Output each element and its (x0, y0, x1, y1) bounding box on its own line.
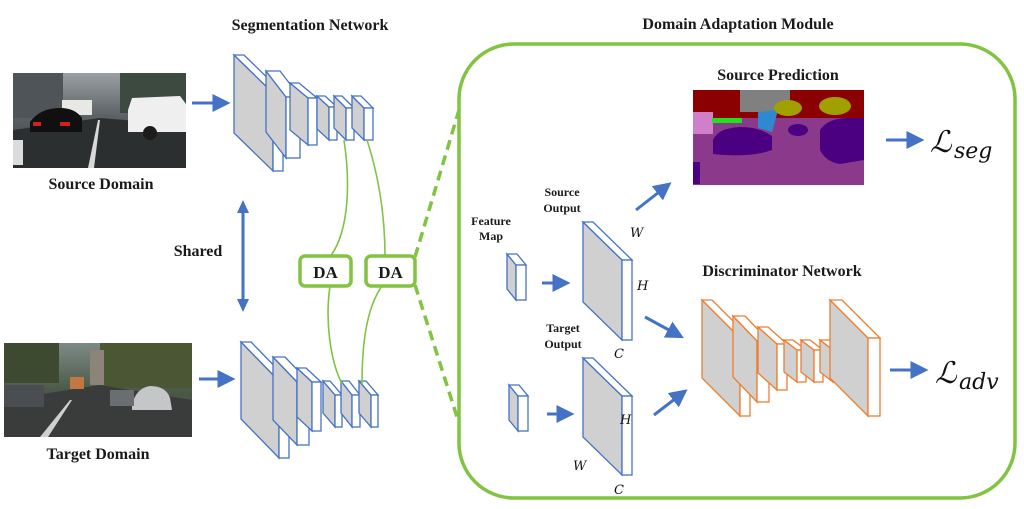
seg-source-layer (315, 94, 339, 142)
seg-loss-subscript: seg (954, 139, 992, 164)
source-output-to-discriminator-arrow (644, 315, 684, 339)
target-output-label-line1: Target (546, 321, 580, 335)
seg-source-layer (350, 94, 375, 142)
target-output-dim-h: H (619, 413, 632, 428)
discriminator-network-title: Discriminator Network (702, 263, 861, 280)
target-output-block (581, 356, 634, 477)
source-domain-image (13, 73, 186, 168)
discriminator-network (700, 298, 882, 418)
da-connector-top-1 (329, 139, 349, 258)
segmentation-network-target (239, 340, 380, 460)
source-prediction-image (693, 90, 864, 185)
target-output-to-discriminator-arrow (653, 389, 688, 417)
domain-adaptation-module-box (457, 42, 1017, 500)
target-output-dim-c: C (614, 483, 624, 498)
target-domain-image (4, 343, 192, 437)
target-output-dim-w: W (573, 459, 588, 474)
discriminator-layer (828, 298, 882, 418)
source-output-dim-h: H (636, 279, 649, 294)
zoom-dashed-line-bottom (413, 284, 460, 421)
domain-adaptation-outputs (505, 220, 634, 477)
shared-arrow-head-up (237, 200, 249, 213)
source-feature-map-block (505, 252, 528, 302)
da-connector-bottom-1 (327, 285, 343, 385)
segmentation-network-source (232, 53, 375, 173)
source-output-block (581, 220, 634, 342)
da-connector-top-2 (366, 139, 386, 258)
da-block-2: DA (364, 254, 417, 288)
source-output-label-line1: Source (544, 185, 580, 199)
seg-target-layer (295, 366, 323, 433)
source-output-dim-c: C (614, 347, 624, 362)
target-domain-label: Target Domain (47, 446, 150, 463)
source-prediction-title: Source Prediction (717, 67, 839, 84)
segmentation-network-title: Segmentation Network (232, 17, 389, 34)
seg-source-layer (332, 94, 356, 142)
target-feature-map-block (507, 383, 530, 433)
seg-target-layer (321, 379, 344, 429)
feature-map-label-line2: Map (479, 229, 503, 243)
da-block-1-label: DA (313, 263, 338, 282)
shared-arrow-head-down (237, 299, 249, 312)
adv-loss-subscript: adv (959, 370, 999, 395)
adv-loss: ℒ adv (935, 356, 999, 395)
seg-target-layer (339, 379, 362, 429)
da-block-2-label: DA (378, 263, 403, 282)
shared-label: Shared (174, 243, 223, 260)
da-block-1: DA (298, 254, 353, 288)
domain-adaptation-module-title: Domain Adaptation Module (642, 16, 833, 33)
adv-loss-symbol: ℒ (935, 356, 958, 391)
target-output-label-line2: Output (544, 337, 581, 351)
source-output-dim-w: W (630, 226, 645, 241)
seg-target-layer (357, 379, 380, 429)
feature-map-label-line1: Feature (471, 214, 511, 228)
zoom-dashed-line-top (413, 109, 461, 258)
da-connector-bottom-2 (361, 285, 383, 385)
seg-loss-symbol: ℒ (930, 125, 953, 160)
seg-loss: ℒ seg (930, 125, 992, 164)
source-output-to-prediction-arrow (635, 182, 672, 212)
source-domain-label: Source Domain (48, 176, 153, 193)
seg-source-layer (288, 81, 319, 147)
source-output-label-line2: Output (543, 201, 580, 215)
